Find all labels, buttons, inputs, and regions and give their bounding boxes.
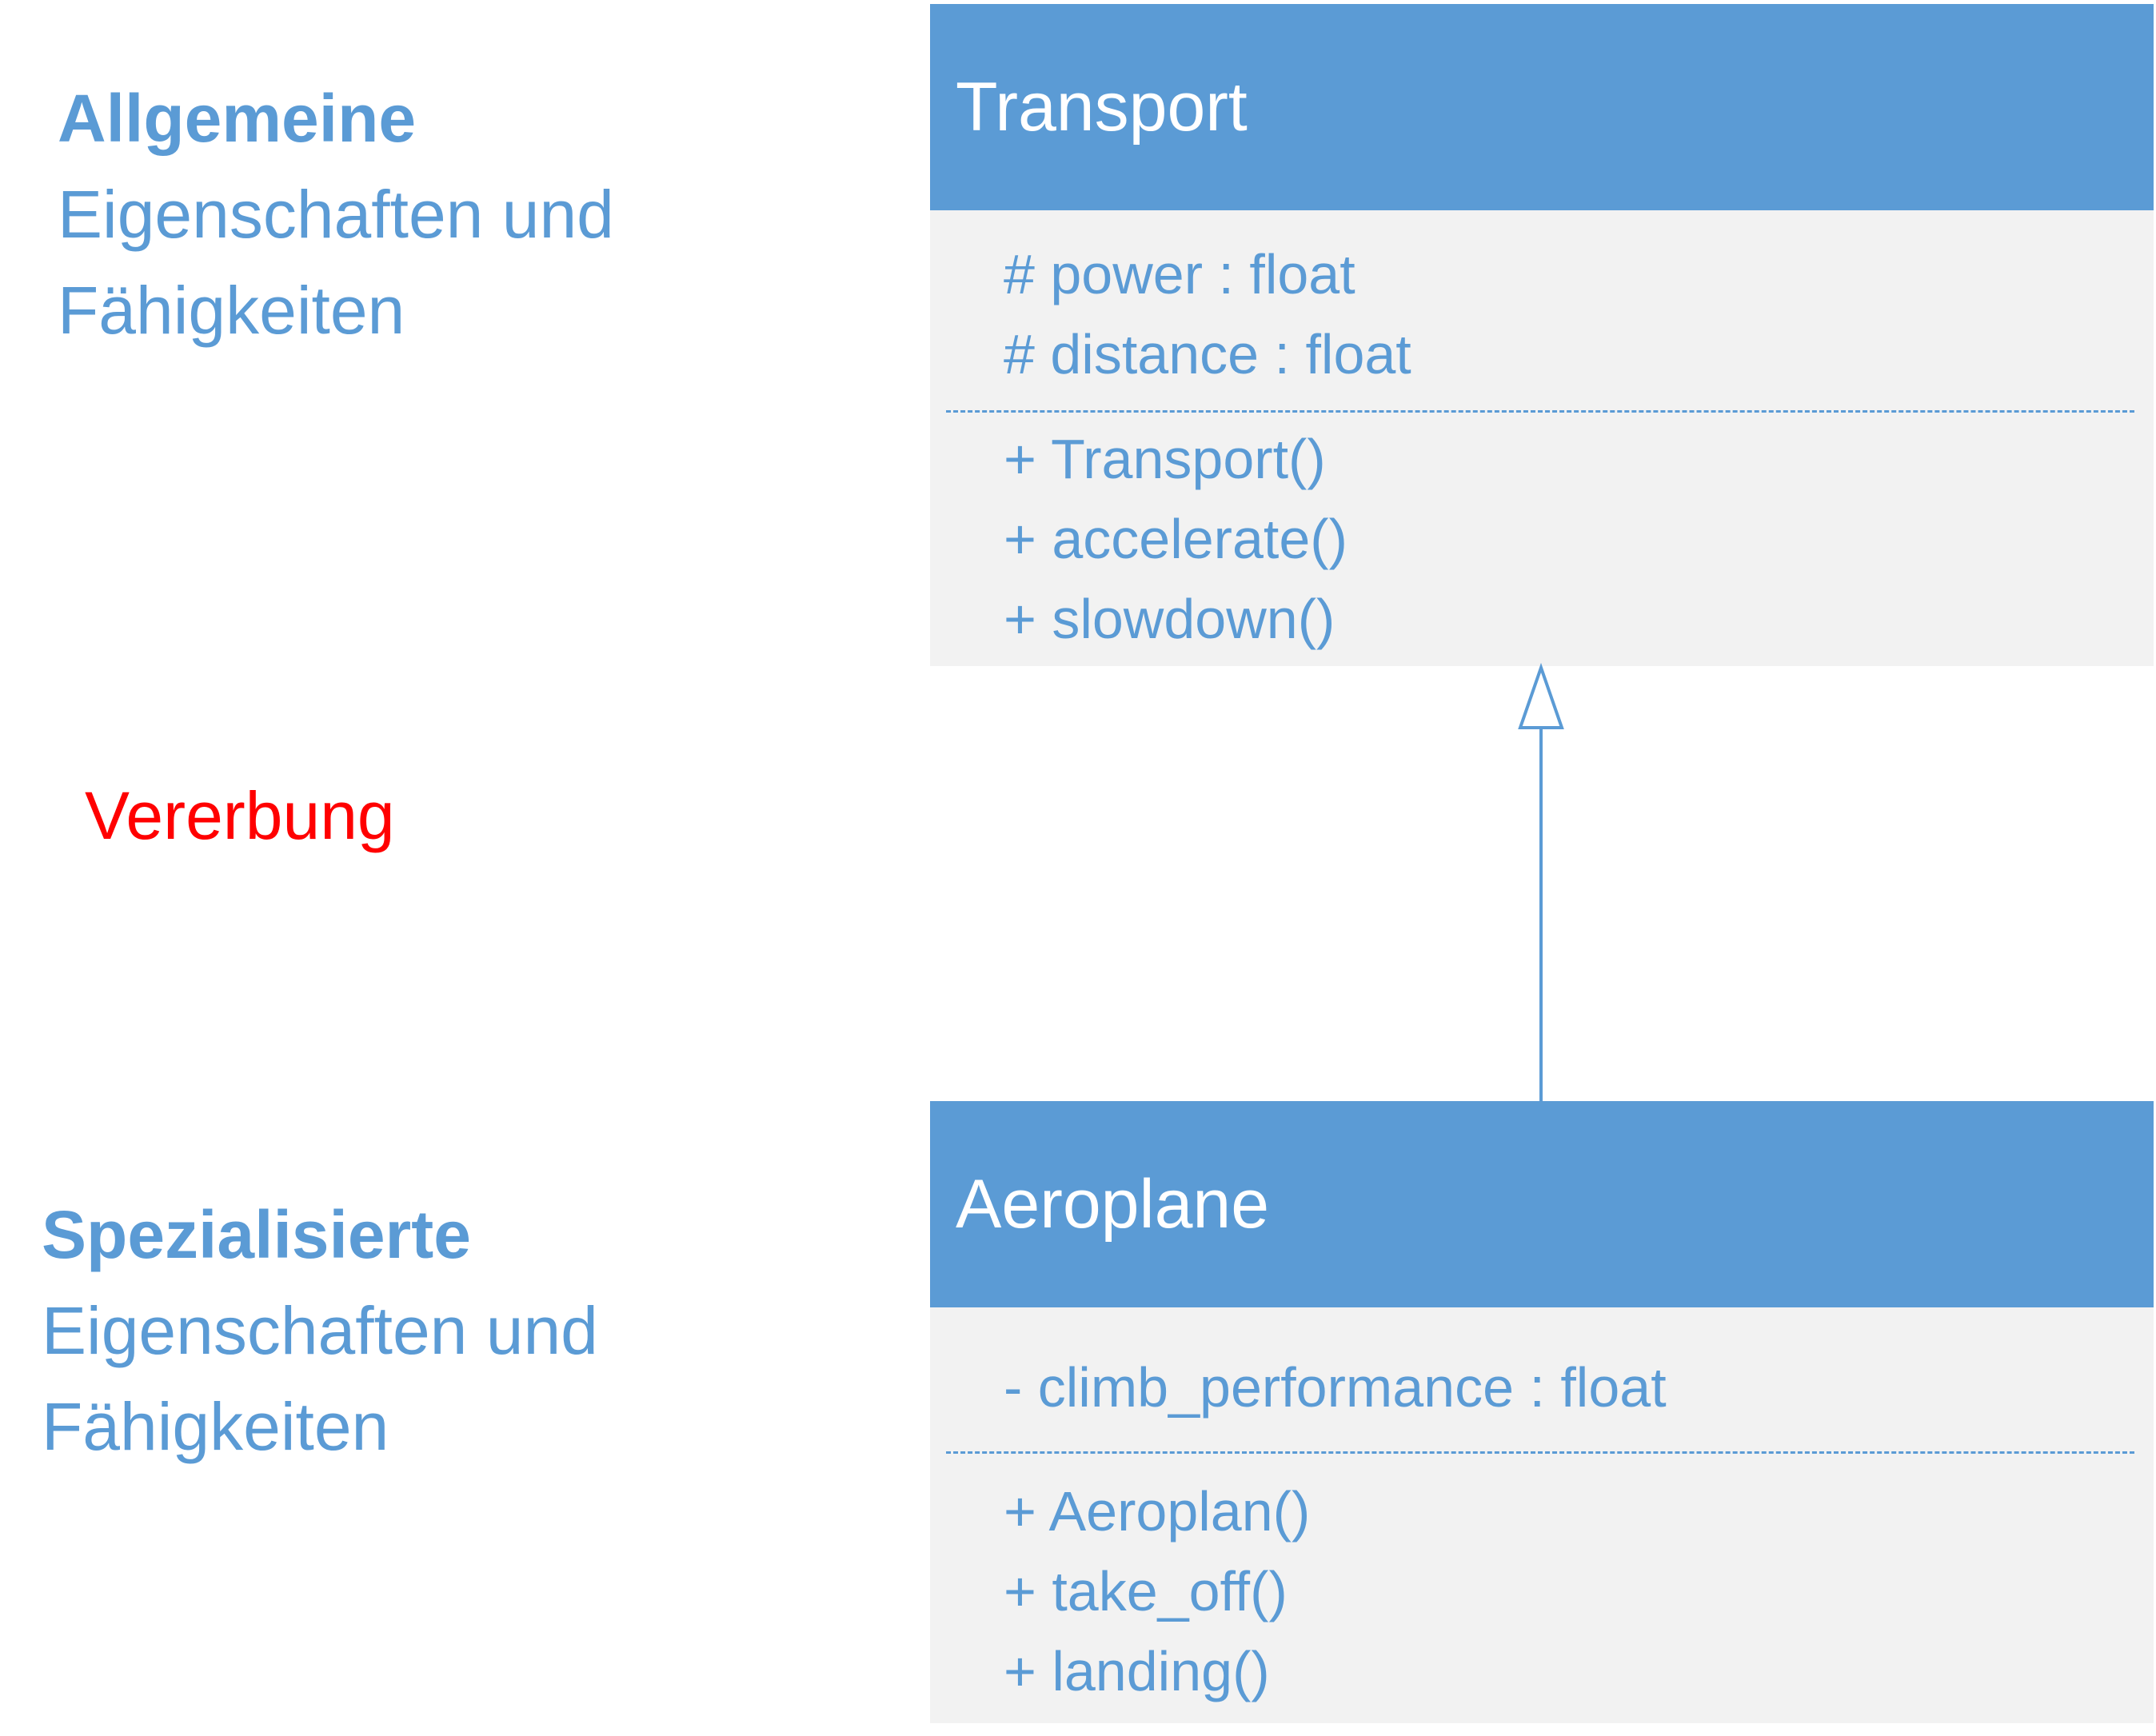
method-take-off: + take_off(): [1004, 1560, 1288, 1622]
method-list-aeroplane: + Aeroplan() + take_off() + landing(): [1004, 1471, 2154, 1711]
special-heading: Spezialisierte: [42, 1197, 471, 1272]
method-slowdown: + slowdown(): [1004, 588, 1336, 650]
general-heading: Allgemeine: [58, 81, 417, 156]
attribute-climb-performance: - climb_performance : float: [1004, 1356, 1667, 1419]
attribute-power: # power : float: [1004, 243, 1355, 305]
class-box-aeroplane: Aeroplane - climb_performance : float + …: [930, 1101, 2154, 1723]
class-name-transport: Transport: [930, 4, 2154, 210]
compartment-divider-transport: [946, 410, 2134, 413]
specialized-properties-label: Spezialisierte Eigenschaften und Fähigke…: [42, 1187, 598, 1475]
special-line-2: Fähigkeiten: [42, 1389, 389, 1464]
method-list-transport: + Transport() + accelerate() + slowdown(…: [1004, 419, 2154, 659]
compartment-divider-aeroplane: [946, 1451, 2134, 1454]
attribute-list-transport: # power : float # distance : float: [1004, 210, 2154, 394]
general-line-1: Eigenschaften und: [58, 177, 614, 252]
inheritance-label: Vererbung: [85, 778, 395, 853]
method-aeroplan-constructor: + Aeroplan(): [1004, 1480, 1311, 1542]
attribute-list-aeroplane: - climb_performance : float: [1004, 1307, 2154, 1427]
attribute-distance: # distance : float: [1004, 323, 1411, 385]
special-line-1: Eigenschaften und: [42, 1293, 598, 1368]
class-body-aeroplane: - climb_performance : float + Aeroplan()…: [930, 1307, 2154, 1711]
general-properties-label: Allgemeine Eigenschaften und Fähigkeiten: [58, 70, 614, 358]
method-landing: + landing(): [1004, 1640, 1270, 1702]
class-name-aeroplane: Aeroplane: [930, 1101, 2154, 1307]
class-box-transport: Transport # power : float # distance : f…: [930, 4, 2154, 666]
class-body-transport: # power : float # distance : float + Tra…: [930, 210, 2154, 659]
inheritance-arrow-head: [1518, 662, 1564, 729]
general-line-2: Fähigkeiten: [58, 273, 405, 348]
method-accelerate: + accelerate(): [1004, 508, 1348, 570]
method-transport-constructor: + Transport(): [1004, 428, 1326, 490]
